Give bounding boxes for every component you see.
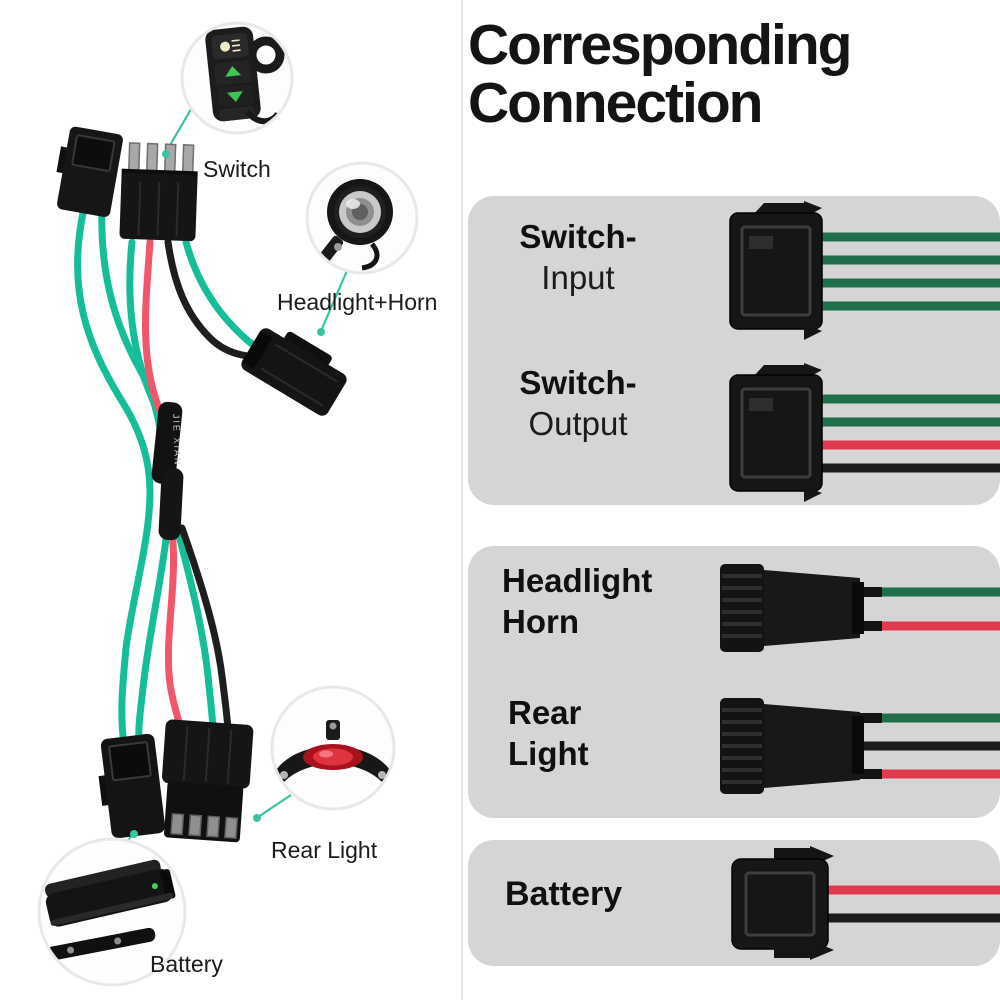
sm-plug-side-icon [720, 564, 864, 652]
label-switch-input: Switch- Input [492, 216, 664, 298]
label-switch-output: Switch- Output [492, 362, 664, 444]
sleeve-print-text: JIE XIAN [171, 414, 183, 467]
row-label-primary: Rear [508, 694, 582, 731]
switch-callout-photo [182, 23, 292, 133]
row-label-primary: Battery [505, 875, 623, 913]
rear-connector-photo [98, 733, 166, 839]
label-headlight-horn: Headlight Horn [502, 560, 702, 642]
sm-plug-front-icon [729, 201, 823, 340]
battery-connector-photo [162, 719, 254, 843]
wiring-harness-photo: JIE XIAN [37, 21, 419, 987]
title-line-2: Connection [468, 71, 763, 135]
rearlight-callout-photo [272, 687, 394, 809]
wire-stub [858, 713, 882, 723]
row-label-secondary: Output [528, 405, 628, 442]
callout-label-rear-light: Rear Light [271, 837, 378, 863]
callout-dots [130, 150, 325, 838]
connector-headlight-horn [720, 564, 1000, 652]
row-label-primary: Switch- [519, 218, 637, 255]
headlight-callout-photo [307, 163, 417, 273]
row-label-secondary: Light [508, 735, 589, 772]
sm-plug-front-icon [729, 363, 823, 502]
sm-plug-side-icon [720, 698, 864, 794]
battery-callout-photo [39, 839, 185, 985]
row-label-secondary: Input [541, 259, 615, 296]
heat-shrink-sleeve: JIE XIAN [151, 401, 184, 541]
title-line-1: Corresponding [468, 13, 852, 77]
row-label-primary: Headlight [502, 562, 653, 599]
wire-stub [858, 587, 882, 597]
callout-label-battery: Battery [150, 951, 223, 977]
page-title: Corresponding Connection [468, 16, 998, 132]
connector-battery [731, 846, 1000, 960]
section-divider [461, 0, 463, 1000]
four-pin-connector-photo [119, 142, 198, 242]
wire-stub [858, 769, 882, 779]
connector-rear-light [720, 698, 1000, 794]
connector-switch-output [729, 363, 1000, 502]
input-plug-photo [56, 126, 123, 217]
row-label-primary: Switch- [519, 364, 637, 401]
callout-label-headlight-horn: Headlight+Horn [277, 289, 438, 315]
label-battery: Battery [505, 874, 705, 915]
row-label-secondary: Horn [502, 603, 579, 640]
harness-wires [74, 202, 282, 752]
headlight-connector-photo [241, 328, 347, 416]
label-rear-light: Rear Light [508, 692, 708, 774]
sm-plug-front-icon [731, 846, 834, 960]
connector-switch-input [729, 201, 1000, 340]
callout-label-switch: Switch [203, 156, 271, 182]
wire-stub [858, 621, 882, 631]
